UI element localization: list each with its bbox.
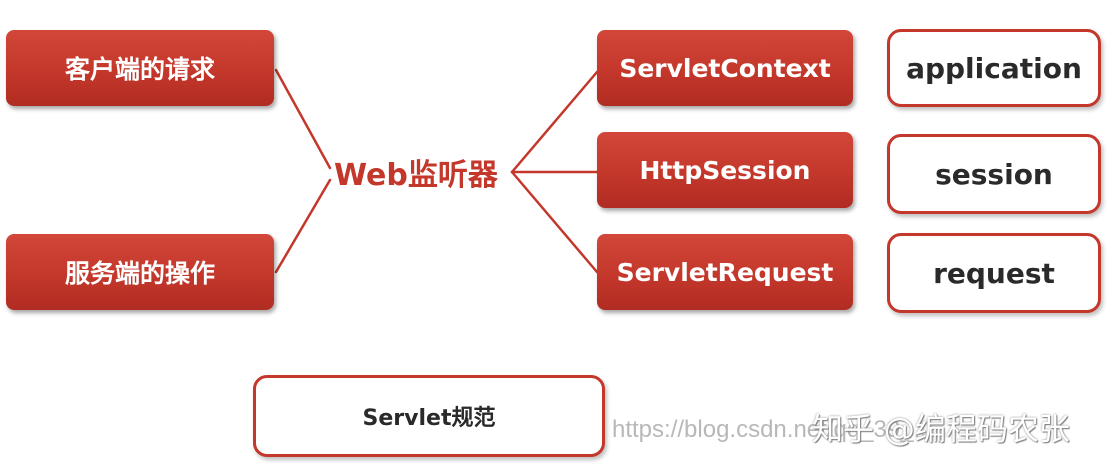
listener-box-servletcontext: ServletContext — [597, 30, 853, 106]
connector-client-to-hub — [274, 68, 332, 170]
source-label-client-request: 客户端的请求 — [64, 55, 215, 84]
listener-box-httpsession: HttpSession — [597, 132, 853, 208]
scope-box-request: request — [887, 233, 1101, 313]
source-box-client-request: 客户端的请求 — [6, 30, 274, 106]
listener-label-httpsession: HttpSession — [639, 155, 811, 185]
scope-label-session: session — [935, 157, 1053, 191]
connector-server-to-hub — [274, 178, 332, 274]
spec-label-servlet: Servlet规范 — [362, 406, 496, 431]
watermark-brand: 知乎 @编程码农张 — [812, 412, 1070, 448]
source-box-server-operation: 服务端的操作 — [6, 234, 274, 310]
connector-hub-to-servletrequest — [510, 170, 599, 274]
scope-box-application: application — [887, 29, 1101, 107]
scope-box-session: session — [887, 134, 1101, 214]
scope-label-application: application — [906, 51, 1082, 85]
spec-box-servlet: Servlet规范 — [253, 375, 605, 457]
connector-hub-to-servletcontext — [510, 70, 599, 174]
watermark-url: https://blog.csdn.net/qq_39_... — [612, 416, 934, 443]
source-label-server-operation: 服务端的操作 — [64, 259, 215, 288]
scope-label-request: request — [933, 256, 1055, 290]
hub-label-web-listener: Web监听器 — [334, 158, 498, 193]
listener-box-servletrequest: ServletRequest — [597, 234, 853, 310]
listener-label-servletrequest: ServletRequest — [616, 257, 834, 287]
listener-label-servletcontext: ServletContext — [619, 53, 831, 83]
